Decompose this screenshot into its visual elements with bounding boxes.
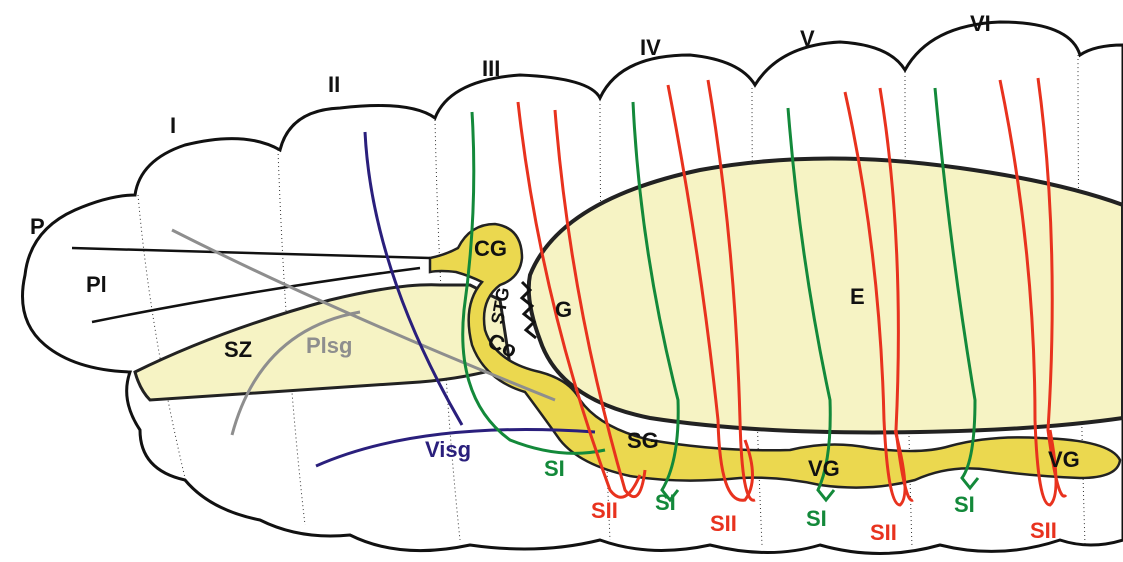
label-sii-3: SII [870, 520, 897, 545]
label-vg-2: VG [1048, 447, 1080, 472]
label-sg: SG [627, 428, 659, 453]
label-g: G [555, 297, 572, 322]
segment-label-1: I [170, 113, 176, 138]
label-plsg: Plsg [306, 333, 352, 358]
label-p: P [30, 214, 45, 239]
segment-label-5: V [800, 26, 815, 51]
segment-label-6: VI [970, 11, 991, 36]
label-si-4: SI [954, 492, 975, 517]
label-pl: Pl [86, 272, 107, 297]
label-e: E [850, 284, 865, 309]
label-vg-1: VG [808, 456, 840, 481]
label-sii-4: SII [1030, 518, 1057, 543]
segment-label-3: III [482, 56, 500, 81]
segment-label-4: IV [640, 35, 661, 60]
label-visg: Visg [425, 437, 471, 462]
label-si-3: SI [806, 506, 827, 531]
label-cg: CG [474, 236, 507, 261]
segment-label-2: II [328, 72, 340, 97]
label-sii-2: SII [710, 511, 737, 536]
label-si-2: SI [655, 490, 676, 515]
label-si-1: SI [544, 456, 565, 481]
label-sii-1: SII [591, 498, 618, 523]
label-sz: SZ [224, 337, 252, 362]
